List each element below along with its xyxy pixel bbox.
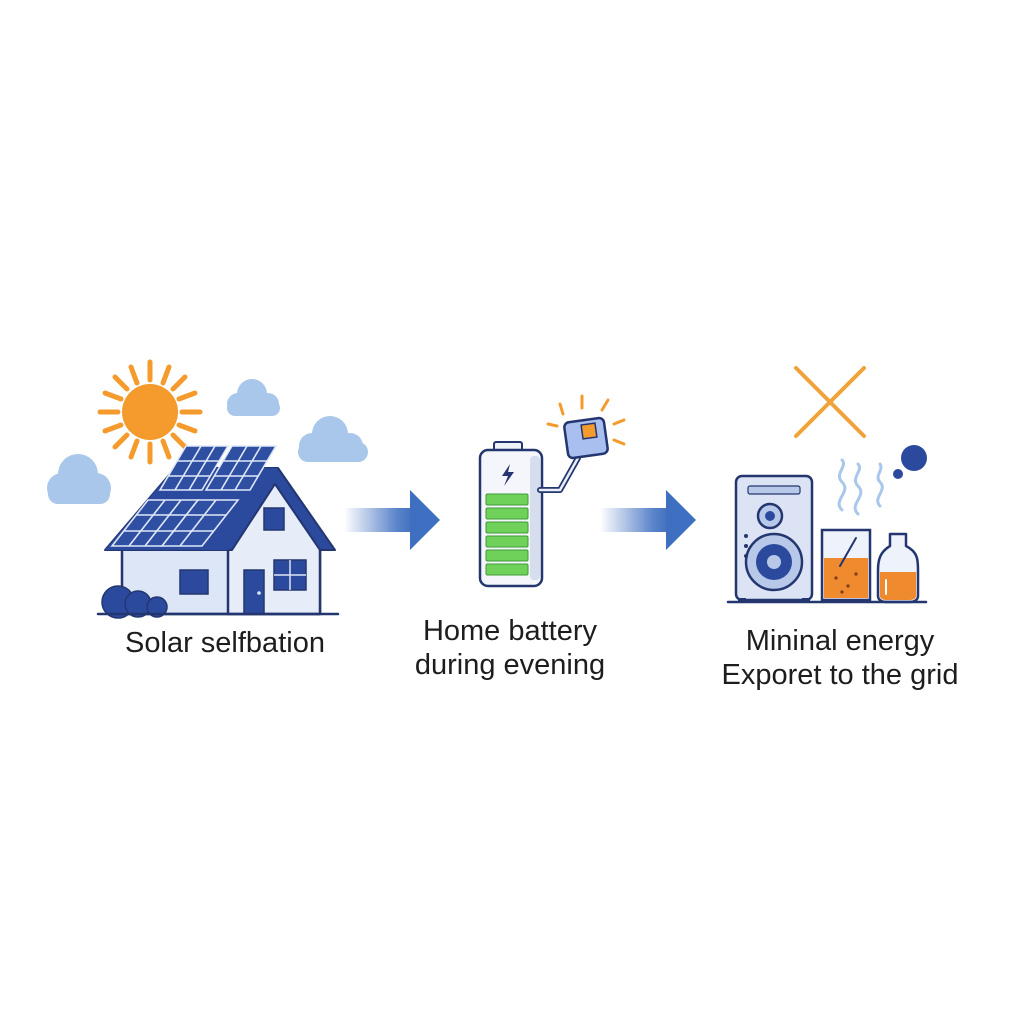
- home-battery-icon: [478, 394, 626, 588]
- step-caption-solar: Solar selfbation: [70, 626, 380, 660]
- step-caption-line: during evening: [414, 649, 606, 681]
- step-caption-line: Mininal energy: [745, 625, 935, 657]
- charge-level-icon: [485, 493, 529, 576]
- cross-icon: [794, 366, 866, 438]
- smart-plug-icon: [563, 416, 609, 460]
- step-caption-line: Exporet to the grid: [721, 659, 959, 691]
- lightning-icon: [502, 464, 514, 486]
- solar-panel-icon: [110, 445, 278, 547]
- speaker-icon: [734, 474, 814, 602]
- flow-arrow-icon: [600, 490, 696, 550]
- step-caption-battery: Home battery during evening: [350, 614, 670, 682]
- sun-icon: [97, 359, 203, 465]
- cloud-icon: [227, 379, 280, 416]
- cloud-icon: [47, 454, 111, 504]
- glass-icon: [820, 528, 872, 602]
- bottle-icon: [876, 532, 920, 604]
- step-caption-line: Solar selfbation: [125, 627, 325, 659]
- flow-arrow-icon: [344, 490, 440, 550]
- solar-house-icon: [47, 359, 368, 619]
- steam-icon: [837, 458, 884, 516]
- bush-icon: [101, 585, 168, 619]
- home-appliances-icon: [726, 366, 928, 604]
- step-caption-line: Home battery: [422, 615, 598, 647]
- cloud-icon: [298, 416, 368, 462]
- step-caption-export: Mininal energy Exporet to the grid: [690, 624, 990, 692]
